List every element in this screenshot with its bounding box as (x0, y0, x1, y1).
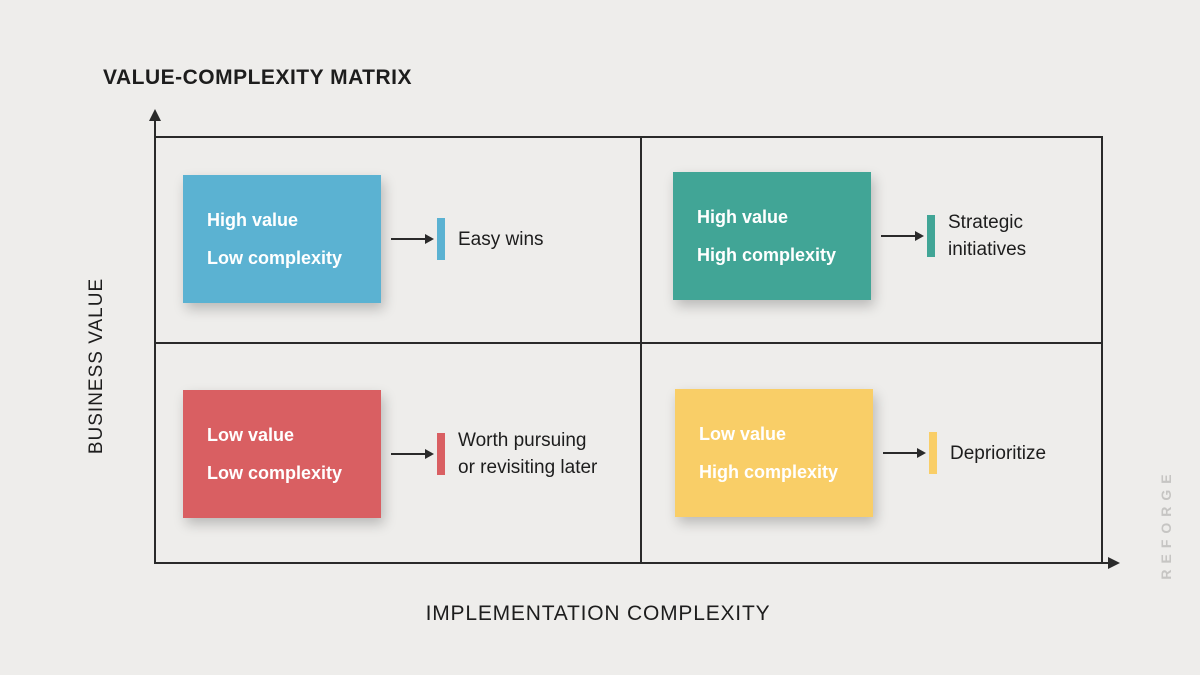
quadrant-label-line: Deprioritize (950, 442, 1047, 464)
quadrant-label-line: or revisiting later (458, 457, 598, 478)
color-tick (437, 433, 445, 475)
quadrant-label-line: Strategic (948, 212, 1023, 233)
quadrant-label-line: Easy wins (458, 228, 544, 250)
quadrant-box-line: Low value (699, 424, 787, 444)
quadrant-box-line: Low complexity (207, 463, 343, 483)
arrow-right-icon (881, 231, 924, 241)
quadrant-label: Worth pursuing or revisiting later (458, 427, 597, 481)
x-axis-label: IMPLEMENTATION COMPLEXITY (425, 602, 771, 625)
quadrant-label-line: initiatives (948, 239, 1027, 260)
color-tick (437, 218, 445, 260)
quadrant-box-line: Low complexity (207, 248, 343, 268)
matrix-horizontal-divider (155, 342, 1102, 344)
quadrant-box: High value Low complexity (183, 175, 381, 303)
matrix-right-border (1101, 136, 1103, 564)
quadrant-low-value-low-complexity: Low value Low complexity Worth pursuing … (183, 390, 597, 518)
quadrant-box-line: High value (207, 210, 299, 230)
y-axis-label: BUSINESS VALUE (86, 277, 107, 455)
quadrant-box: Low value Low complexity (183, 390, 381, 518)
quadrant-label-line: Worth pursuing (458, 430, 587, 451)
quadrant-label: Easy wins (458, 226, 544, 253)
page-title: VALUE-COMPLEXITY MATRIX (103, 66, 413, 89)
quadrant-low-value-high-complexity: Low value High complexity Deprioritize (675, 389, 1046, 517)
quadrant-box-line: High value (697, 207, 789, 227)
quadrant-box-line: Low value (207, 425, 295, 445)
quadrant-box-line: High complexity (697, 245, 837, 265)
arrow-right-icon (883, 448, 926, 458)
quadrant-label: Deprioritize (950, 440, 1046, 467)
x-axis-arrow-icon (1108, 557, 1120, 569)
quadrant-box: High value High complexity (673, 172, 871, 300)
quadrant-high-value-high-complexity: High value High complexity Strategic ini… (673, 172, 1026, 300)
quadrant-box: Low value High complexity (675, 389, 873, 517)
quadrant-high-value-low-complexity: High value Low complexity Easy wins (183, 175, 544, 303)
color-tick (929, 432, 937, 474)
quadrant-box-line: High complexity (699, 462, 839, 482)
quadrant-label: Strategic initiatives (948, 209, 1026, 263)
x-axis-line (154, 562, 1110, 564)
arrow-right-icon (391, 449, 434, 459)
y-axis-arrow-icon (149, 109, 161, 121)
color-tick (927, 215, 935, 257)
arrow-right-icon (391, 234, 434, 244)
matrix-vertical-divider (640, 137, 642, 563)
reforge-watermark: REFORGE (1158, 468, 1174, 580)
matrix-top-border (155, 136, 1103, 138)
